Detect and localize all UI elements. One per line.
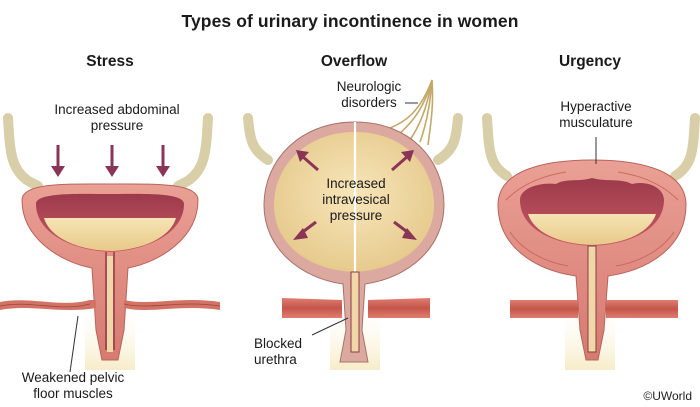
label-weakened-pelvic-floor-muscles: Weakened pelvic floor muscles [21, 370, 125, 401]
label-hyperactive-musculature: Hyperactive musculature [559, 99, 633, 130]
stress-bladder [0, 113, 221, 373]
heading-urgency: Urgency [558, 53, 622, 70]
urgency-bladder [482, 113, 700, 370]
copyright-text: ©UWorld [643, 389, 692, 403]
heading-stress: Stress [86, 53, 134, 70]
heading-overflow: Overflow [320, 53, 388, 70]
label-neurologic-disorders: Neurologic disorders [336, 79, 402, 110]
label-increased-intravesical-pressure: Increased intravesical pressure [322, 176, 390, 223]
label-blocked-urethra: Blocked urethra [254, 336, 303, 367]
label-increased-abdominal-pressure: Increased abdominal pressure [54, 102, 180, 133]
overflow-bladder [243, 79, 463, 370]
diagram-title: Types of urinary incontinence in women [181, 11, 519, 31]
